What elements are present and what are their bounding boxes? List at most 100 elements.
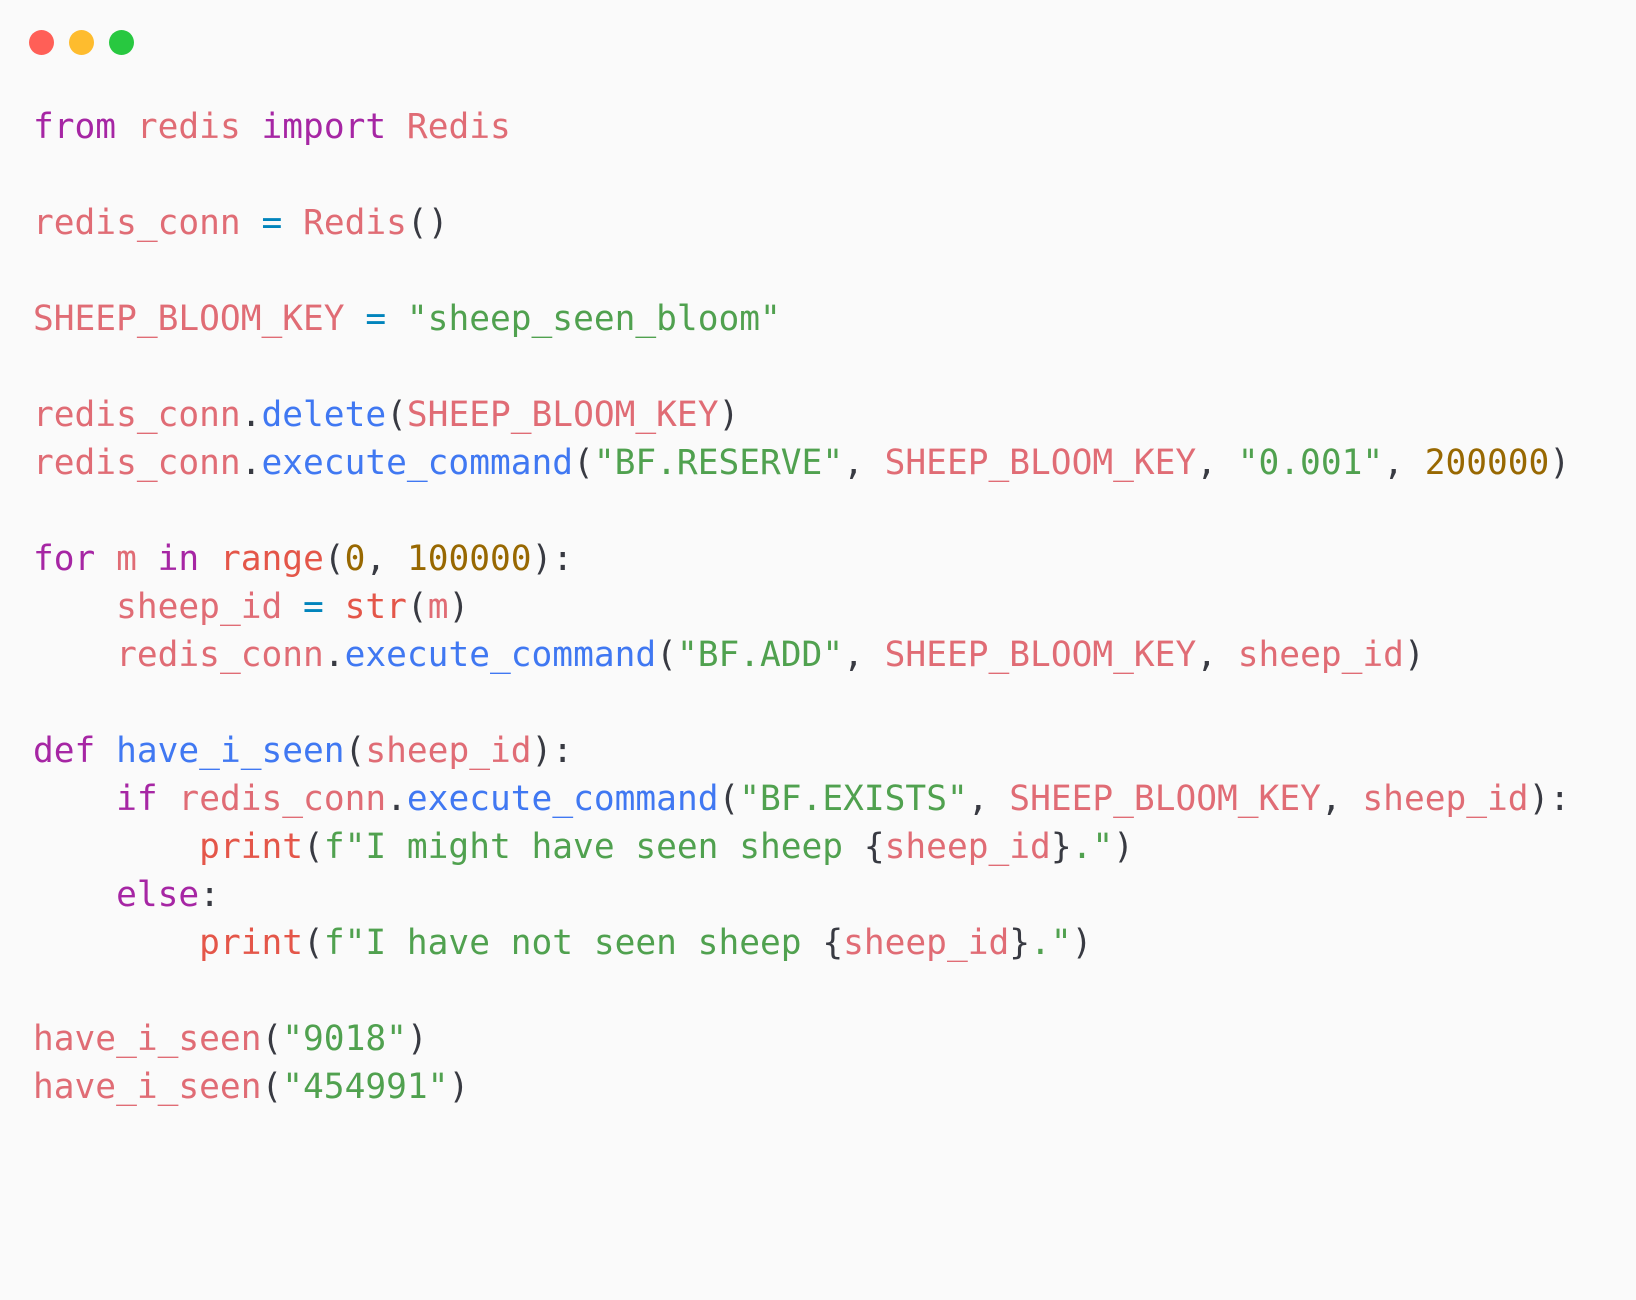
token-keyword: if bbox=[116, 779, 158, 819]
token-punctuation: ) bbox=[1113, 827, 1134, 867]
token-punctuation: ) bbox=[1071, 923, 1093, 963]
token-plain bbox=[158, 779, 179, 819]
token-string: "BF.RESERVE" bbox=[593, 443, 844, 483]
token-punctuation: } bbox=[1009, 923, 1031, 963]
close-icon[interactable] bbox=[29, 30, 54, 55]
code-line: else: bbox=[33, 871, 1570, 919]
code-line: redis_conn.execute_command("BF.RESERVE",… bbox=[33, 439, 1570, 487]
token-variable: redis_conn bbox=[33, 443, 241, 483]
token-variable: redis_conn bbox=[178, 779, 387, 819]
token-plain bbox=[137, 539, 158, 579]
token-punctuation: , bbox=[1196, 443, 1238, 483]
token-punctuation: , bbox=[1383, 443, 1425, 483]
token-number: 100000 bbox=[406, 539, 532, 579]
code-line: if redis_conn.execute_command("BF.EXISTS… bbox=[33, 775, 1570, 823]
token-keyword: else bbox=[116, 875, 200, 915]
token-variable: have_i_seen bbox=[33, 1067, 262, 1107]
token-punctuation: ( bbox=[344, 731, 366, 771]
token-variable: sheep_id bbox=[1237, 635, 1404, 675]
token-number: 200000 bbox=[1424, 443, 1550, 483]
token-punctuation: ( bbox=[261, 1019, 283, 1059]
token-plain bbox=[95, 539, 116, 579]
token-punctuation: () bbox=[406, 203, 449, 243]
code-line: def have_i_seen(sheep_id): bbox=[33, 727, 1570, 775]
code-line: redis_conn = Redis() bbox=[33, 199, 1570, 247]
token-punctuation: ) bbox=[406, 1019, 428, 1059]
token-plain bbox=[241, 203, 262, 243]
token-punctuation: , bbox=[365, 539, 407, 579]
token-plain bbox=[345, 299, 366, 339]
token-variable: Redis bbox=[303, 203, 407, 243]
token-string: ." bbox=[1030, 923, 1072, 963]
token-variable: have_i_seen bbox=[33, 1019, 262, 1059]
token-function: execute_command bbox=[406, 779, 719, 819]
token-punctuation: : bbox=[199, 875, 220, 915]
token-operator: = bbox=[261, 203, 283, 243]
token-plain bbox=[116, 107, 137, 147]
token-punctuation: . bbox=[386, 779, 407, 819]
blank-line bbox=[33, 151, 1570, 199]
token-string: f"I might have seen sheep bbox=[323, 827, 864, 867]
token-variable: SHEEP_BLOOM_KEY bbox=[884, 635, 1197, 675]
token-punctuation: ) bbox=[718, 395, 740, 435]
token-punctuation: { bbox=[822, 923, 844, 963]
token-punctuation: ) bbox=[448, 587, 470, 627]
token-punctuation: . bbox=[323, 635, 345, 675]
token-string: "BF.EXISTS" bbox=[739, 779, 968, 819]
token-plain bbox=[33, 923, 199, 963]
token-function: have_i_seen bbox=[116, 731, 345, 771]
token-punctuation: ( bbox=[656, 635, 677, 675]
code-line: have_i_seen("9018") bbox=[33, 1015, 1570, 1063]
token-punctuation: ): bbox=[1528, 779, 1571, 819]
code-line: redis_conn.execute_command("BF.ADD", SHE… bbox=[33, 631, 1570, 679]
token-string: ." bbox=[1071, 827, 1114, 867]
token-punctuation: ) bbox=[1403, 635, 1425, 675]
token-variable: sheep_id bbox=[884, 827, 1051, 867]
token-punctuation: } bbox=[1050, 827, 1072, 867]
token-variable: redis_conn bbox=[116, 635, 324, 675]
token-punctuation: { bbox=[863, 827, 885, 867]
token-punctuation: ( bbox=[386, 395, 407, 435]
token-punctuation: . bbox=[240, 443, 262, 483]
token-string: "0.001" bbox=[1237, 443, 1384, 483]
token-keyword: def bbox=[33, 731, 96, 771]
blank-line bbox=[33, 967, 1570, 1015]
code-line: redis_conn.delete(SHEEP_BLOOM_KEY) bbox=[33, 391, 1570, 439]
token-plain bbox=[95, 731, 116, 771]
token-punctuation: ) bbox=[1549, 443, 1571, 483]
token-builtin: print bbox=[199, 827, 304, 867]
token-plain bbox=[324, 587, 345, 627]
code-line: print(f"I might have seen sheep {sheep_i… bbox=[33, 823, 1570, 871]
token-number: 0 bbox=[344, 539, 366, 579]
token-punctuation: ): bbox=[531, 731, 574, 771]
token-variable: sheep_id bbox=[365, 731, 532, 771]
token-variable: redis_conn bbox=[33, 203, 241, 243]
token-variable: m bbox=[427, 587, 449, 627]
token-punctuation: , bbox=[843, 635, 885, 675]
blank-line bbox=[33, 247, 1570, 295]
maximize-icon[interactable] bbox=[109, 30, 134, 55]
token-punctuation: ( bbox=[406, 587, 428, 627]
token-plain bbox=[386, 299, 407, 339]
token-variable: SHEEP_BLOOM_KEY bbox=[33, 299, 345, 339]
code-line: SHEEP_BLOOM_KEY = "sheep_seen_bloom" bbox=[33, 295, 1570, 343]
token-plain bbox=[282, 587, 303, 627]
token-string: "454991" bbox=[282, 1067, 449, 1107]
token-punctuation: ): bbox=[531, 539, 574, 579]
token-variable: redis_conn bbox=[33, 395, 241, 435]
token-punctuation: , bbox=[843, 443, 885, 483]
token-punctuation: ( bbox=[573, 443, 594, 483]
token-keyword: from bbox=[33, 107, 117, 147]
token-punctuation: ( bbox=[303, 827, 324, 867]
minimize-icon[interactable] bbox=[69, 30, 94, 55]
token-variable: m bbox=[116, 539, 137, 579]
token-plain bbox=[33, 635, 116, 675]
code-line: for m in range(0, 100000): bbox=[33, 535, 1570, 583]
token-keyword: for bbox=[33, 539, 96, 579]
token-variable: sheep_id bbox=[843, 923, 1010, 963]
token-variable: Redis bbox=[406, 107, 511, 147]
token-punctuation: , bbox=[1320, 779, 1363, 819]
token-variable: SHEEP_BLOOM_KEY bbox=[884, 443, 1197, 483]
